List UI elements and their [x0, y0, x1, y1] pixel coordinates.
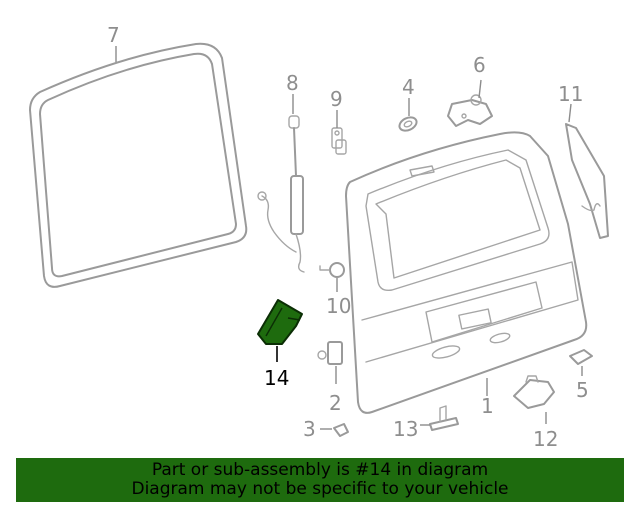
part-4-grommet	[398, 116, 418, 132]
callout-13: 13	[393, 417, 418, 441]
part-6-hinge	[447, 94, 493, 127]
part-11-side-trim	[565, 123, 609, 239]
callout-12: 12	[533, 427, 558, 451]
callout-2: 2	[329, 391, 342, 415]
callout-14: 14	[264, 366, 289, 390]
part-7-glass-seal	[29, 42, 248, 288]
callout-4: 4	[402, 75, 415, 99]
banner-line-2: Diagram may not be specific to your vehi…	[131, 479, 509, 499]
callout-9: 9	[330, 87, 343, 111]
banner-line-1: Part or sub-assembly is #14 in diagram	[151, 460, 489, 480]
callout-10: 10	[326, 294, 351, 318]
callout-3: 3	[303, 417, 316, 441]
callout-5: 5	[576, 378, 589, 402]
notice-banner: Part or sub-assembly is #14 in diagram D…	[16, 458, 624, 502]
part-5-pad	[569, 349, 593, 365]
part-3-bumper	[333, 423, 349, 437]
part-10-bolt	[319, 262, 345, 278]
part-13-bracket	[429, 405, 459, 431]
callout-11: 11	[558, 82, 583, 106]
part-1-liftgate	[345, 131, 588, 414]
callout-7: 7	[107, 23, 120, 47]
leader-6	[478, 79, 482, 99]
part-14-module-highlighted	[257, 299, 303, 345]
leader-11	[568, 103, 572, 123]
part-9-clip	[331, 127, 347, 155]
callout-8: 8	[286, 71, 299, 95]
part-8-lift-strut	[257, 115, 305, 273]
part-2-latch	[317, 341, 343, 365]
part-12-striker	[513, 375, 555, 409]
callout-6: 6	[473, 53, 486, 77]
callout-1: 1	[481, 394, 494, 418]
